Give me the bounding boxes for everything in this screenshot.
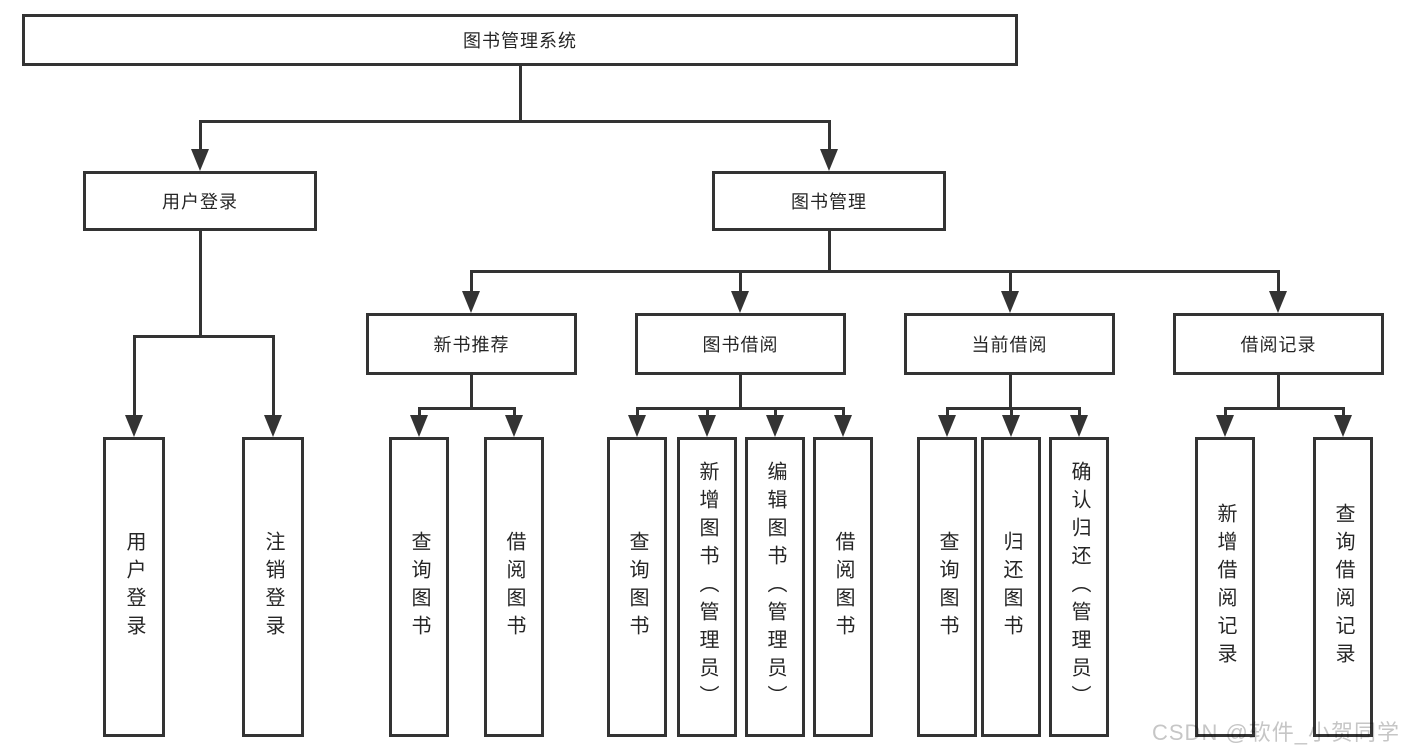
leaf-query-books-1-label: 查询图书 <box>408 531 430 643</box>
node-user-login-label: 用户登录 <box>162 192 238 212</box>
leaf-borrow-books-2-label: 借阅图书 <box>832 531 854 643</box>
connector-root-rail <box>198 120 831 123</box>
leaf-user-login: 用户登录 <box>103 437 165 737</box>
arrowhead-down-icon <box>264 415 282 437</box>
leaf-query-books-1: 查询图书 <box>389 437 449 737</box>
connector-user-login-stem <box>198 231 202 338</box>
connector-book-management-rail <box>469 270 1280 273</box>
leaf-edit-books-admin-label: 编辑图书（管理员） <box>764 461 786 713</box>
connector-drop-leaf <box>841 407 845 419</box>
arrowhead-down-icon <box>505 415 523 437</box>
arrowhead-down-icon <box>820 149 838 171</box>
connector-drop-leaf <box>512 407 516 419</box>
arrowhead-down-icon <box>766 415 784 437</box>
arrowhead-down-icon <box>1216 415 1234 437</box>
node-root: 图书管理系统 <box>22 14 1018 66</box>
connector-borrow-stem <box>738 375 742 410</box>
connector-drop-level3 <box>1008 270 1012 293</box>
connector-drop-leaf <box>1341 407 1345 419</box>
connector-drop-leaf <box>1223 407 1227 419</box>
connector-book-management-stem <box>827 231 831 273</box>
leaf-confirm-return-admin-label: 确认归还（管理员） <box>1068 461 1090 713</box>
arrowhead-down-icon <box>834 415 852 437</box>
node-user-login: 用户登录 <box>83 171 317 231</box>
csdn-watermark: CSDN @软件_小贺同学 <box>1152 720 1401 745</box>
connector-drop-leaf <box>1009 407 1013 419</box>
leaf-borrow-books-1-label: 借阅图书 <box>503 531 525 643</box>
leaf-logout: 注销登录 <box>242 437 304 737</box>
arrowhead-down-icon <box>1001 291 1019 313</box>
node-book-management-label: 图书管理 <box>791 192 867 212</box>
arrowhead-down-icon <box>1269 291 1287 313</box>
connector-current-rail <box>945 407 1081 410</box>
leaf-add-borrow-record: 新增借阅记录 <box>1195 437 1255 737</box>
connector-drop-leaf <box>271 335 275 417</box>
connector-recommend-stem <box>469 375 473 410</box>
node-borrow-records: 借阅记录 <box>1173 313 1384 375</box>
connector-drop-leaf <box>773 407 777 419</box>
leaf-borrow-books-1: 借阅图书 <box>484 437 544 737</box>
connector-root-stem <box>518 64 522 123</box>
node-new-book-recommend-label: 新书推荐 <box>433 335 510 355</box>
leaf-confirm-return-admin: 确认归还（管理员） <box>1049 437 1109 737</box>
arrowhead-down-icon <box>191 149 209 171</box>
arrowhead-down-icon <box>731 291 749 313</box>
leaf-return-books: 归还图书 <box>981 437 1041 737</box>
connector-drop-leaf <box>132 335 136 417</box>
node-book-management: 图书管理 <box>712 171 946 231</box>
arrowhead-down-icon <box>938 415 956 437</box>
leaf-query-borrow-record-label: 查询借阅记录 <box>1332 503 1354 671</box>
leaf-logout-label: 注销登录 <box>262 531 284 643</box>
connector-records-stem <box>1276 375 1280 410</box>
arrowhead-down-icon <box>1334 415 1352 437</box>
leaf-query-books-2: 查询图书 <box>607 437 667 737</box>
leaf-query-books-3: 查询图书 <box>917 437 977 737</box>
connector-drop-level3 <box>738 270 742 293</box>
connector-drop-user-login <box>198 120 202 151</box>
node-book-borrow: 图书借阅 <box>635 313 846 375</box>
leaf-user-login-label: 用户登录 <box>123 531 145 643</box>
connector-borrow-rail <box>635 407 845 410</box>
arrowhead-down-icon <box>1070 415 1088 437</box>
connector-drop-leaf <box>705 407 709 419</box>
connector-drop-leaf <box>635 407 639 419</box>
leaf-add-books-admin: 新增图书（管理员） <box>677 437 737 737</box>
arrowhead-down-icon <box>410 415 428 437</box>
node-book-borrow-label: 图书借阅 <box>702 335 779 355</box>
leaf-add-books-admin-label: 新增图书（管理员） <box>696 461 718 713</box>
leaf-query-books-3-label: 查询图书 <box>936 531 958 643</box>
arrowhead-down-icon <box>125 415 143 437</box>
leaf-return-books-label: 归还图书 <box>1000 531 1022 643</box>
arrowhead-down-icon <box>1002 415 1020 437</box>
leaf-query-borrow-record: 查询借阅记录 <box>1313 437 1373 737</box>
connector-drop-level3 <box>469 270 473 293</box>
connector-drop-leaf <box>945 407 949 419</box>
node-current-borrow: 当前借阅 <box>904 313 1115 375</box>
leaf-query-books-2-label: 查询图书 <box>626 531 648 643</box>
connector-user-login-rail <box>132 335 275 338</box>
connector-drop-leaf <box>417 407 421 419</box>
arrowhead-down-icon <box>698 415 716 437</box>
connector-recommend-rail <box>417 407 516 410</box>
node-current-borrow-label: 当前借阅 <box>971 335 1048 355</box>
leaf-borrow-books-2: 借阅图书 <box>813 437 873 737</box>
arrowhead-down-icon <box>462 291 480 313</box>
node-new-book-recommend: 新书推荐 <box>366 313 577 375</box>
leaf-edit-books-admin: 编辑图书（管理员） <box>745 437 805 737</box>
connector-drop-book-management <box>827 120 831 151</box>
leaf-add-borrow-record-label: 新增借阅记录 <box>1214 503 1236 671</box>
connector-drop-level3 <box>1276 270 1280 293</box>
node-borrow-records-label: 借阅记录 <box>1240 335 1317 355</box>
node-root-label: 图书管理系统 <box>463 31 577 51</box>
connector-records-rail <box>1223 407 1345 410</box>
connector-current-stem <box>1008 375 1012 410</box>
arrowhead-down-icon <box>628 415 646 437</box>
connector-drop-leaf <box>1077 407 1081 419</box>
